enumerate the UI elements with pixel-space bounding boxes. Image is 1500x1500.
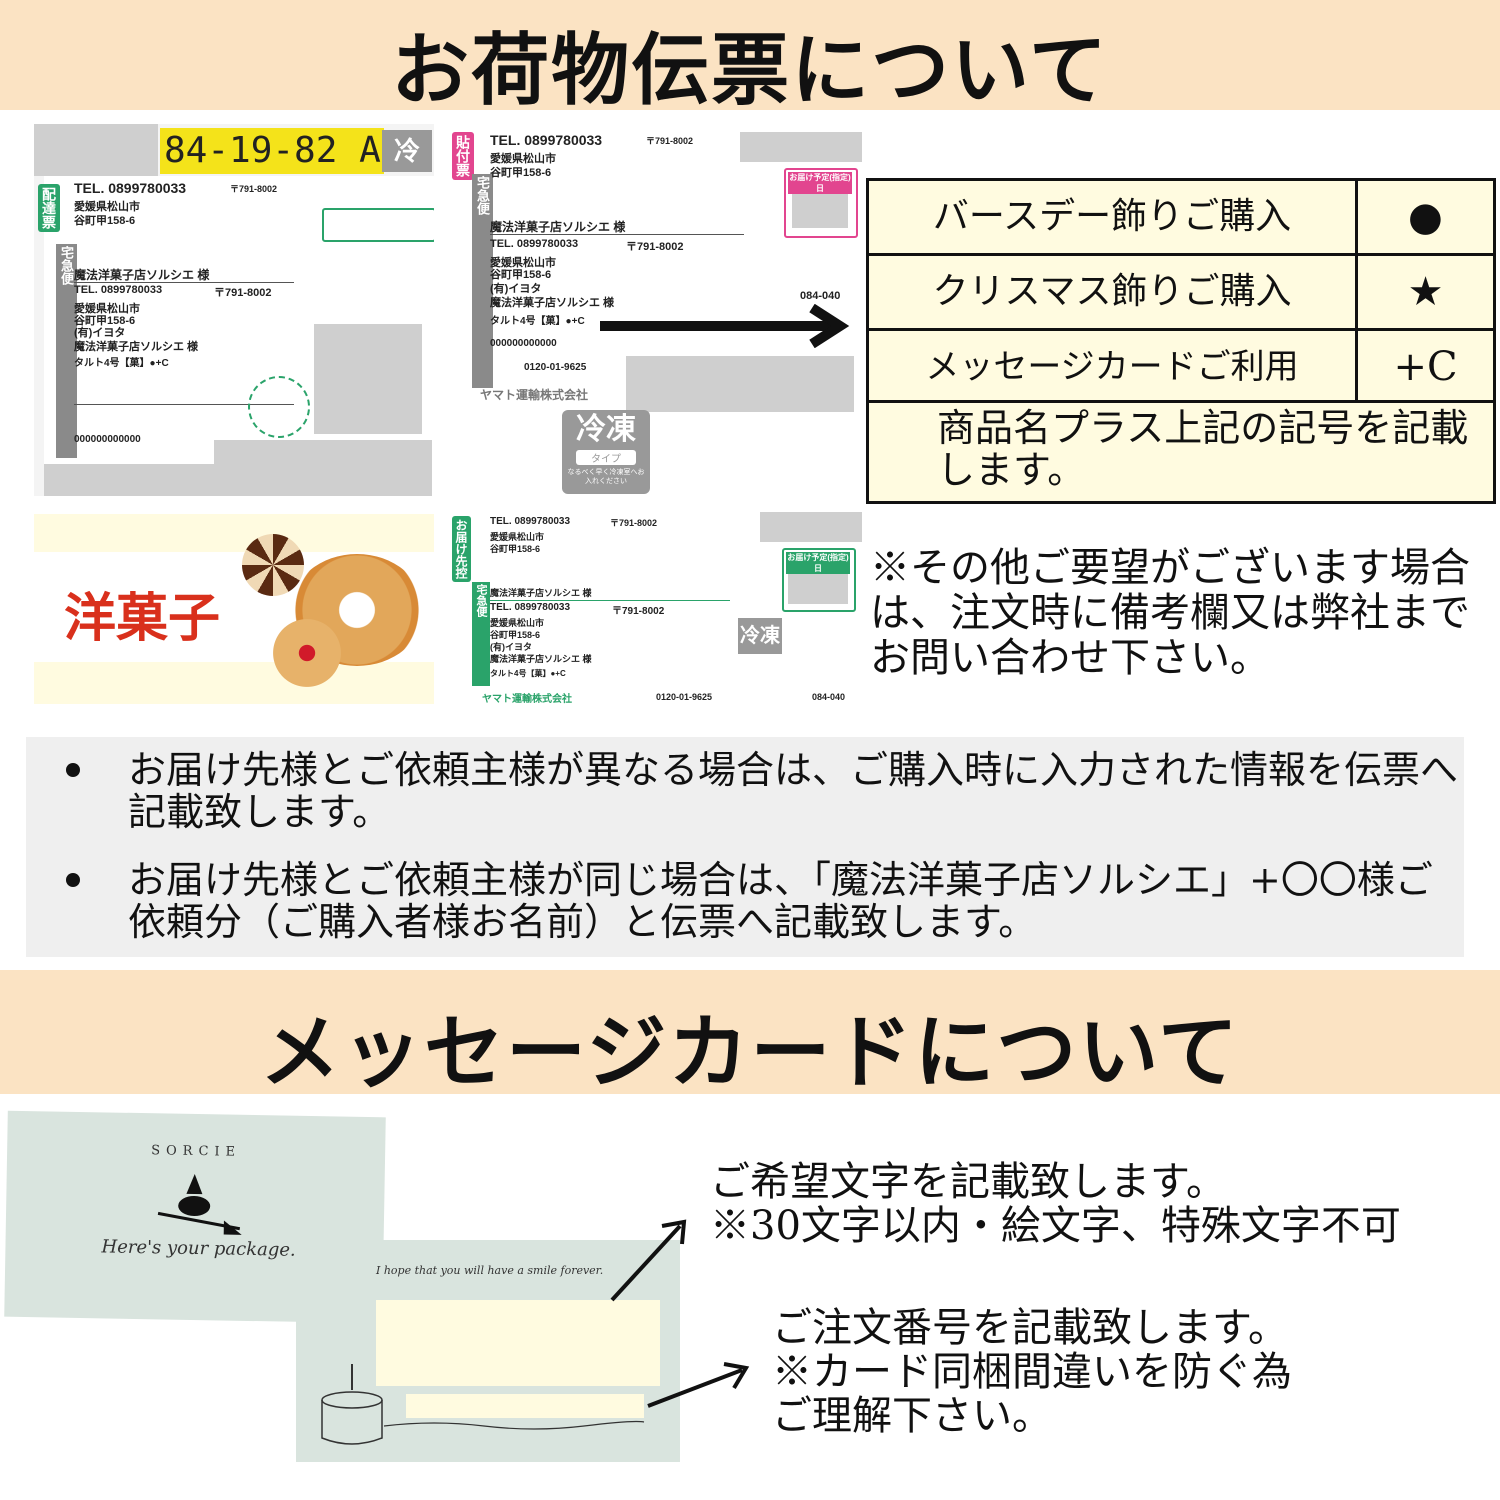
message-card-front-image: SORCIE Here's your package. <box>4 1110 386 1324</box>
service-side-label: 宅急便 <box>472 174 493 388</box>
waybill-green-image: お届け先控 宅急便 TEL. 0899780033 〒791-8002 愛媛県松… <box>450 512 862 706</box>
slip-type-tag: 配達票 <box>38 184 60 232</box>
message-text-note: ご希望文字を記載致します。 ※30文字以内・絵文字、特殊文字不可 <box>710 1159 1401 1249</box>
witch-icon <box>157 1173 242 1235</box>
message-text-area <box>376 1300 660 1386</box>
section-header-waybill: お荷物伝票について <box>0 0 1500 116</box>
bullet-icon <box>66 873 80 887</box>
legend-note: 商品名プラス上記の記号を記載します。 <box>937 406 1469 492</box>
sort-code: 84-19-82 A <box>160 128 384 174</box>
card-back-script: I hope that you will have a smile foreve… <box>376 1264 604 1277</box>
sweets-banner-text: 洋菓子 <box>64 589 221 649</box>
slip-type-tag: お届け先控 <box>452 516 471 582</box>
cool-badge: 冷凍 <box>738 618 782 654</box>
waybill-cool-image: 84-19-82 A 冷凍 配達票 宅急便 TEL. 0899780033 〒7… <box>34 124 434 496</box>
pointer-arrow-icon <box>610 1219 687 1302</box>
cool-badge: 冷凍 <box>382 130 432 208</box>
other-requests-note: ※その他ご要望がございます場合は、注文時に備考欄又は弊社までお問い合わせ下さい。 <box>870 545 1470 681</box>
waybill-attach-image: 貼付票 宅急便 TEL. 0899780033 〒791-8002 愛媛県松山市… <box>450 124 862 496</box>
legend-label: クリスマス飾りご購入 <box>869 256 1358 328</box>
pointer-arrow-icon <box>600 304 850 348</box>
legend-label: メッセージカードご利用 <box>869 331 1358 400</box>
pointer-arrow-icon <box>647 1362 750 1408</box>
section-title: メッセージカードについて <box>260 1006 1240 1099</box>
order-number-area <box>406 1394 644 1418</box>
card-front-script: Here's your package. <box>101 1236 296 1261</box>
section-header-message-card: メッセージカードについて <box>0 970 1500 1099</box>
sweets-banner-image: 洋菓子 <box>34 514 434 704</box>
cool-stamp: 冷凍 タイプ なるべく早く冷凍室へお入れください <box>562 410 650 494</box>
symbol-legend-table: バースデー飾りご購入 ● クリスマス飾りご購入 ★ メッセージカードご利用 +C… <box>866 178 1496 504</box>
cookie-icon <box>242 534 304 596</box>
legend-mark: ● <box>1408 194 1443 240</box>
legend-label: バースデー飾りご購入 <box>869 181 1358 253</box>
delivery-date-box: お届け予定(指定)日 <box>782 548 856 612</box>
service-side-label: 宅急便 <box>56 244 77 458</box>
delivery-date-box: お届け予定(指定)日 <box>784 168 858 238</box>
order-number-note: ご注文番号を記載致します。 ※カード同梱間違いを防ぐ為 ご理解下さい。 <box>772 1305 1292 1439</box>
legend-row: クリスマス飾りご購入 ★ <box>869 256 1493 331</box>
legend-row: バースデー飾りご購入 ● <box>869 181 1493 256</box>
legend-mark: +C <box>1393 344 1458 390</box>
card-brand: SORCIE <box>151 1143 242 1160</box>
notes-box: お届け先様とご依頼主様が異なる場合は、ご購入時に入力された情報を伝票へ記載致しま… <box>26 737 1464 957</box>
slip-type-tag: 貼付票 <box>452 132 474 180</box>
cake-icon <box>321 1364 645 1445</box>
message-card-back-image: I hope that you will have a smile foreve… <box>296 1240 680 1462</box>
legend-row: メッセージカードご利用 +C <box>869 331 1493 403</box>
butter-cookie-icon <box>272 618 342 688</box>
section-title: お荷物伝票について <box>391 26 1109 116</box>
legend-mark: ★ <box>1407 269 1444 315</box>
service-side-label: 宅急便 <box>472 582 490 686</box>
bullet-icon <box>66 763 80 777</box>
